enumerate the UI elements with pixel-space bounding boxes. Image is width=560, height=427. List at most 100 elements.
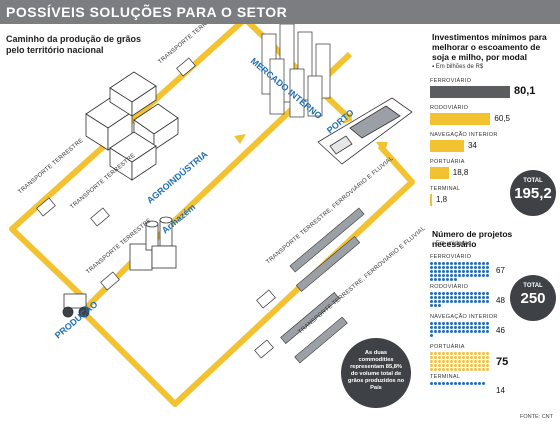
project-dot: [446, 326, 449, 329]
project-dot: [486, 292, 489, 295]
trucks: [36, 57, 276, 359]
project-dot: [434, 296, 437, 299]
arrow-icon: [234, 134, 246, 144]
project-dot: [466, 330, 469, 333]
investment-value: 34: [467, 141, 477, 150]
project-dot: [434, 330, 437, 333]
project-dot: [442, 368, 445, 371]
project-dot: [486, 322, 489, 325]
project-dot: [434, 326, 437, 329]
project-dot: [438, 352, 441, 355]
project-dot: [450, 322, 453, 325]
project-dot: [486, 356, 489, 359]
project-dot: [434, 368, 437, 371]
project-dot: [450, 364, 453, 367]
project-dot: [438, 262, 441, 265]
project-dot: [434, 322, 437, 325]
project-dot: [458, 326, 461, 329]
project-dot: [458, 368, 461, 371]
production-tractor: [62, 293, 90, 318]
project-dot: [482, 360, 485, 363]
project-dot: [450, 368, 453, 371]
project-dot: [466, 266, 469, 269]
project-dot: [454, 382, 457, 385]
project-dot: [446, 292, 449, 295]
project-dot: [446, 274, 449, 277]
project-dot: [454, 296, 457, 299]
project-dot: [438, 300, 441, 303]
project-dot: [486, 296, 489, 299]
project-dot: [442, 274, 445, 277]
project-dot: [482, 382, 485, 385]
project-dot: [486, 364, 489, 367]
project-dot: [478, 364, 481, 367]
project-dot: [434, 360, 437, 363]
agroindustry-buildings: [85, 71, 179, 181]
project-dot: [442, 270, 445, 273]
note-bubble: As duas commodities representam 85,8% do…: [341, 338, 411, 408]
project-dot: [482, 322, 485, 325]
project-dot: [434, 266, 437, 269]
project-dot: [454, 270, 457, 273]
project-dot: [486, 326, 489, 329]
project-dot: [470, 292, 473, 295]
project-dot: [446, 382, 449, 385]
project-dot: [438, 270, 441, 273]
project-dot: [442, 300, 445, 303]
project-row-label: RODOVIÁRIO: [430, 284, 469, 290]
project-dot: [458, 296, 461, 299]
project-dot: [466, 356, 469, 359]
project-dot: [462, 382, 465, 385]
project-dot: [454, 352, 457, 355]
project-dot: [454, 262, 457, 265]
investments-unit: ▪ Em bilhões de R$: [432, 64, 484, 70]
project-dot: [458, 292, 461, 295]
project-dot: [446, 368, 449, 371]
project-dot: [462, 330, 465, 333]
project-dot: [482, 262, 485, 265]
project-dot: [454, 360, 457, 363]
project-dot: [466, 326, 469, 329]
project-dot: [430, 296, 433, 299]
project-dot: [438, 330, 441, 333]
project-dot: [450, 356, 453, 359]
project-dot: [458, 270, 461, 273]
project-dots: [430, 322, 490, 337]
arrow-icon: [376, 142, 388, 154]
project-dot: [462, 262, 465, 265]
project-dot: [486, 262, 489, 265]
project-dot: [442, 330, 445, 333]
project-dot: [470, 296, 473, 299]
project-dot: [466, 360, 469, 363]
investments-unit-text: Em bilhões de R$: [435, 64, 484, 70]
project-dot: [482, 326, 485, 329]
project-dot: [442, 382, 445, 385]
transport-label: TRANSPORTE TERRESTRE, FERROVIÁRIO E FLUV…: [297, 225, 426, 336]
map-subtitle: Caminho da produção de grãos pelo territ…: [6, 34, 142, 55]
project-dot: [470, 326, 473, 329]
projects-total-badge: TOTAL 250: [510, 275, 556, 321]
project-dot: [438, 292, 441, 295]
project-dot: [454, 322, 457, 325]
project-dot: [450, 296, 453, 299]
projects-unit-text: Em unidades: [435, 241, 471, 247]
project-dot: [434, 292, 437, 295]
project-dot: [458, 262, 461, 265]
project-dot: [474, 296, 477, 299]
project-dot: [430, 352, 433, 355]
project-dot: [430, 322, 433, 325]
project-dot: [438, 364, 441, 367]
transport-label: TRANSPORTE TERRESTRE: [69, 153, 136, 211]
trains: [280, 207, 365, 364]
project-value: 48: [496, 296, 505, 305]
project-dot: [446, 352, 449, 355]
warehouse-silos: [129, 216, 177, 271]
project-dot: [478, 270, 481, 273]
project-dot: [486, 360, 489, 363]
project-dot: [458, 352, 461, 355]
project-dot: [482, 274, 485, 277]
project-dot: [446, 356, 449, 359]
project-dot: [474, 270, 477, 273]
investment-row-label: TERMINAL: [430, 186, 461, 192]
project-dot: [430, 356, 433, 359]
